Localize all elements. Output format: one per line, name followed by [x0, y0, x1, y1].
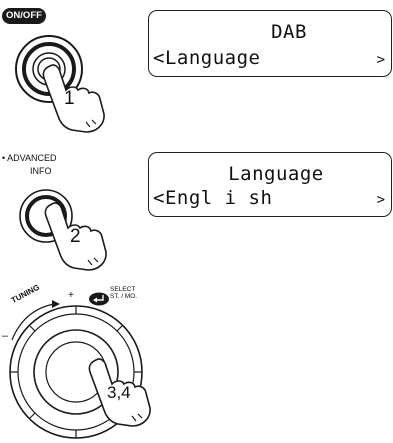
- tuning-plus: +: [68, 290, 74, 301]
- lcd-line-1: Language: [228, 163, 324, 185]
- lcd-line-2: <Engl i sh: [153, 187, 273, 209]
- advanced-info-label: • ADVANCED: [2, 152, 92, 165]
- enter-arrow-icon: [89, 292, 109, 306]
- lcd-line-1: DAB: [271, 21, 307, 43]
- lcd-right-arrow: >: [376, 192, 385, 208]
- pointing-hand-icon: [44, 202, 107, 271]
- select-line-2: ST. / MO.: [110, 293, 138, 300]
- lcd-line-2: <Language: [153, 47, 261, 69]
- tuning-minus: –: [2, 330, 9, 342]
- lcd-display-1: DAB <Language >: [148, 10, 392, 77]
- hand-step-number: 1: [64, 88, 75, 109]
- pointing-hand-icon: [88, 358, 151, 427]
- hand-step-number: 3,4: [107, 383, 131, 402]
- info-label: INFO: [30, 166, 52, 176]
- pointing-hand-icon: [42, 64, 105, 133]
- select-label: SELECT ST. / MO.: [110, 286, 137, 300]
- lcd-display-2: Language <Engl i sh >: [148, 152, 392, 217]
- hand-step-number: 2: [70, 226, 81, 247]
- label-advanced: ADVANCED: [7, 153, 57, 163]
- on-off-label: ON/OFF: [2, 8, 46, 24]
- tuning-arc: [11, 300, 60, 341]
- lcd-right-arrow: >: [376, 52, 385, 68]
- label-bullet: •: [2, 153, 6, 163]
- select-line-1: SELECT: [110, 286, 136, 293]
